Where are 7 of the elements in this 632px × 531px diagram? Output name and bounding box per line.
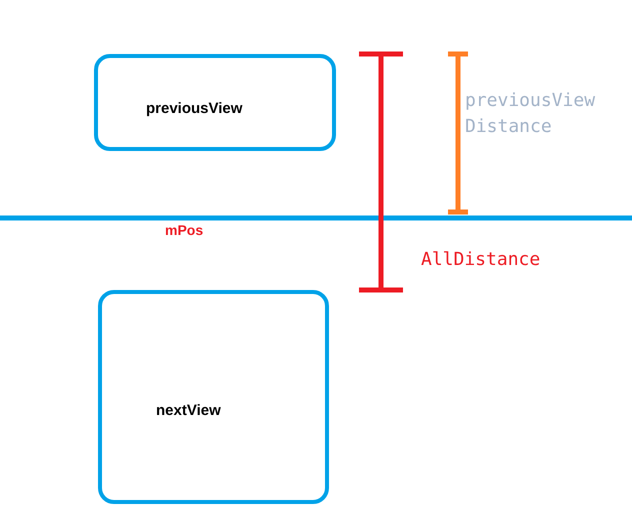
view-box: [98, 290, 329, 504]
view-label: previousView: [146, 100, 242, 117]
view-box: [94, 54, 336, 151]
view-label: nextView: [156, 402, 221, 419]
position-label: mPos: [165, 222, 204, 238]
dimension-label: previousView Distance: [465, 89, 596, 139]
dimension-label: AllDistance: [421, 249, 540, 270]
